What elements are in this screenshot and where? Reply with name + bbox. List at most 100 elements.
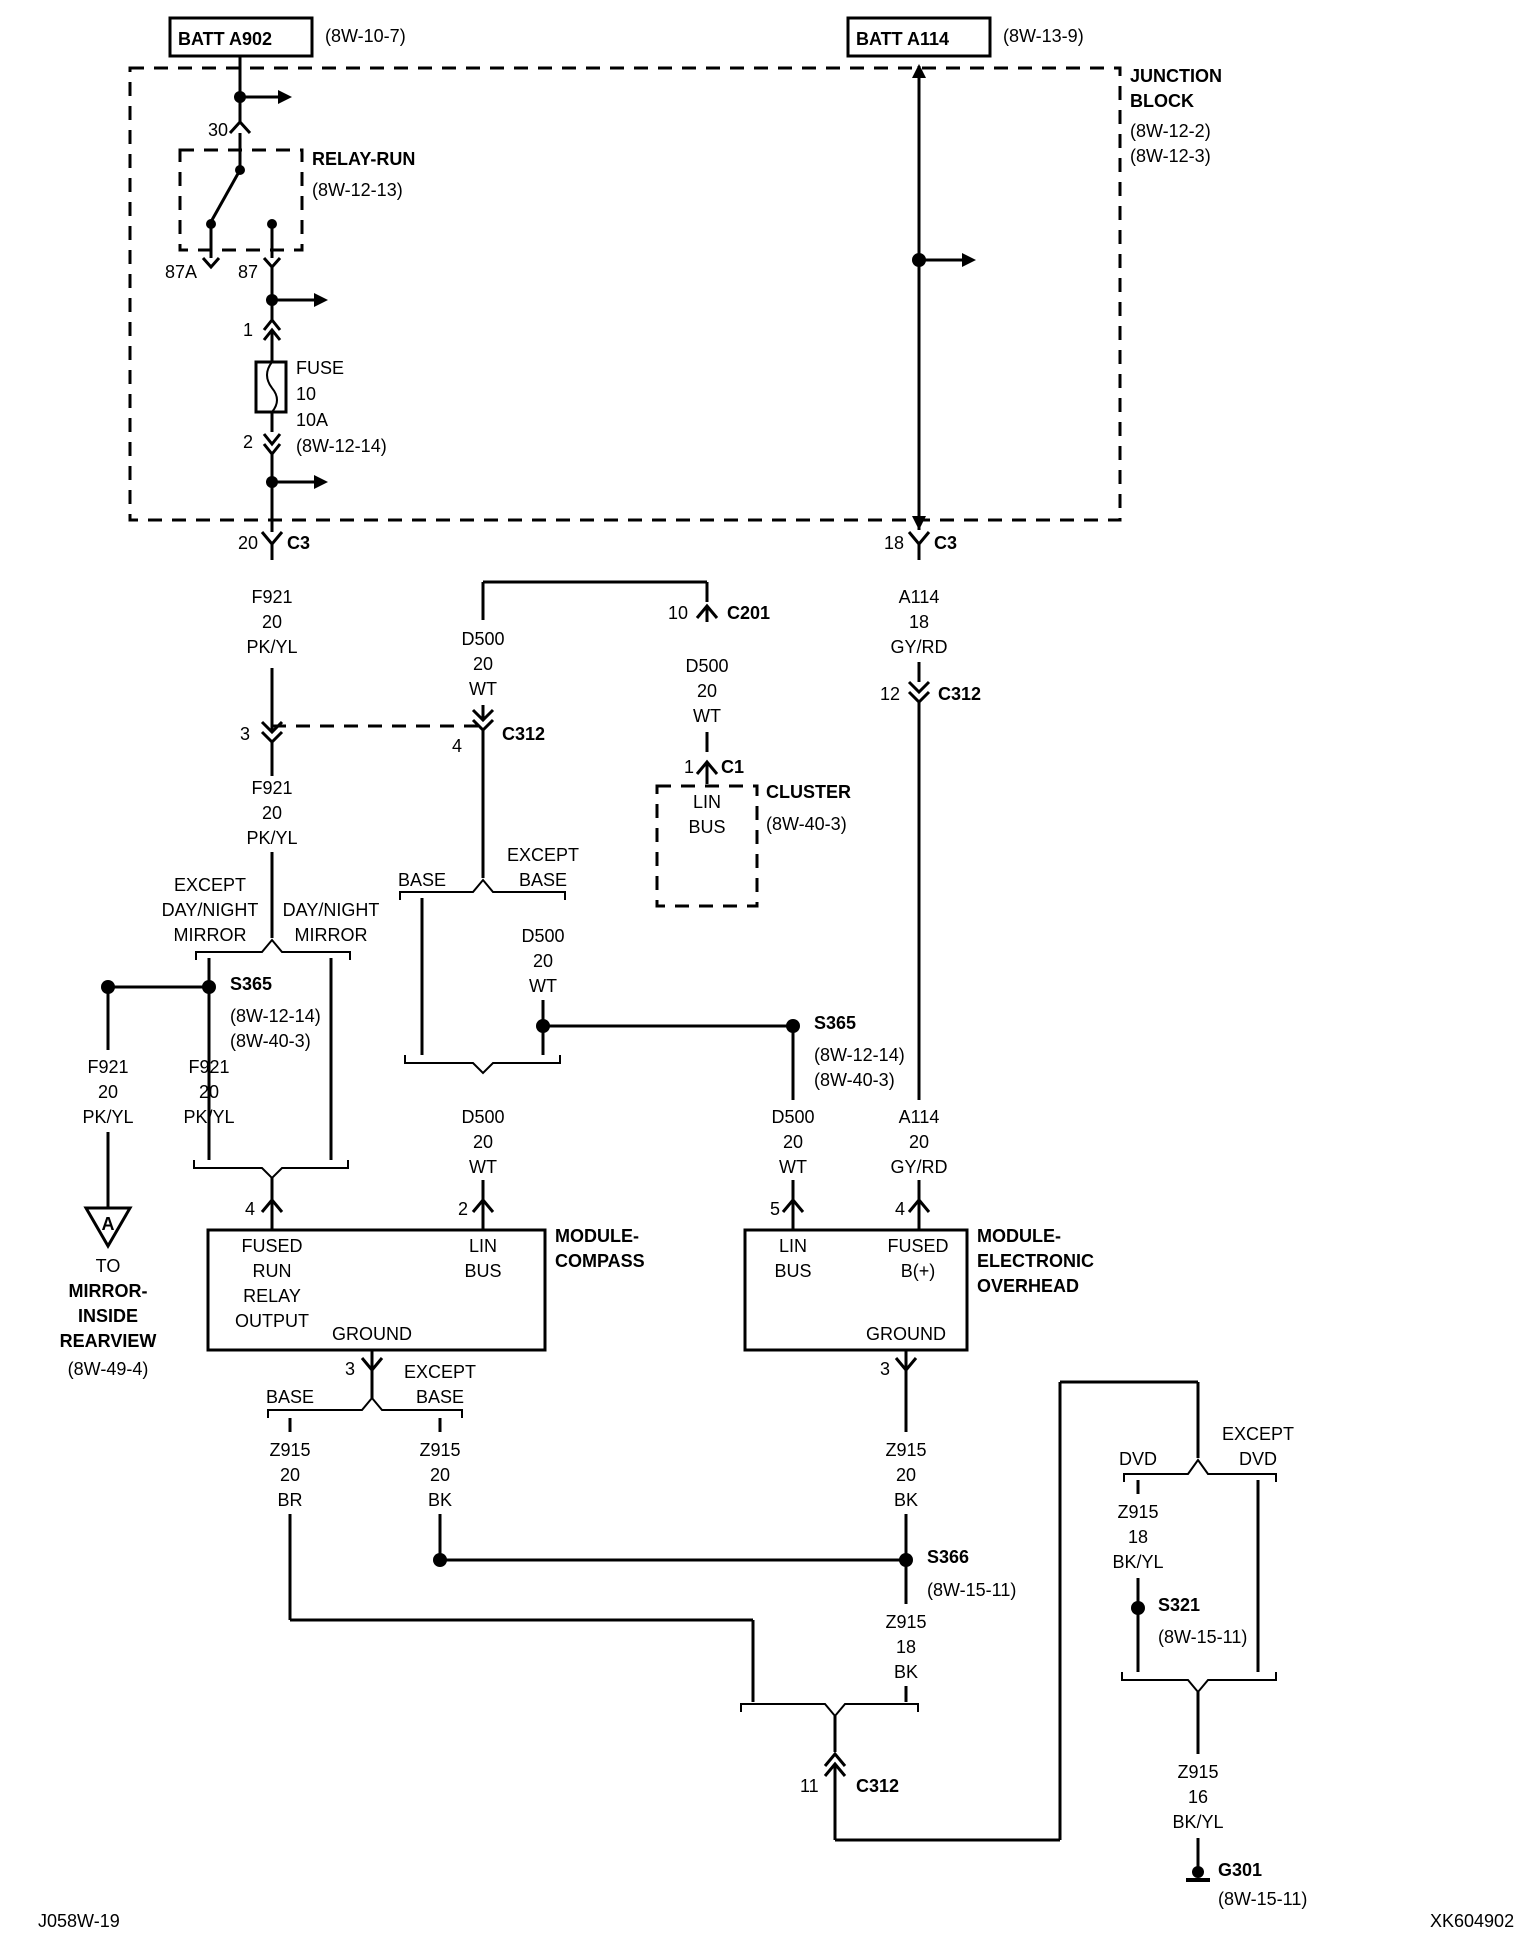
compass-ground: GROUND xyxy=(332,1324,412,1344)
footer-left-code: J058W-19 xyxy=(38,1911,120,1931)
c201-pin-10: 10 xyxy=(668,603,688,623)
compass-pin-4: 4 xyxy=(245,1199,255,1219)
wire-z915-bkyl18-code: Z915 xyxy=(1117,1502,1158,1522)
wire-d500-code-1: D500 xyxy=(461,629,504,649)
c312-pin-11: 11 xyxy=(800,1776,819,1796)
batt-a114-ref: (8W-13-9) xyxy=(1003,26,1084,46)
wire-z915-br-code: Z915 xyxy=(269,1440,310,1460)
wire-a114-code-1: A114 xyxy=(899,587,940,607)
c3-label-right: C3 xyxy=(934,533,957,553)
relay-pin-87: 87 xyxy=(238,262,258,282)
compass-run: RUN xyxy=(253,1261,292,1281)
wire-z915-bkyl16-code: Z915 xyxy=(1177,1762,1218,1782)
ground-g301-label: G301 xyxy=(1218,1860,1262,1880)
overhead-name-1: MODULE- xyxy=(977,1226,1061,1246)
junction-block-ref-2: (8W-12-3) xyxy=(1130,146,1211,166)
wire-f921-code-4: F921 xyxy=(188,1057,229,1077)
batt-a114-box xyxy=(846,16,992,58)
batt-a114-label: BATT A114 xyxy=(856,29,949,49)
wire-f921-code-3: F921 xyxy=(87,1057,128,1077)
fuse-number: 10 xyxy=(296,384,316,404)
c3-pin-20: 20 xyxy=(238,533,258,553)
batt-a902-label: BATT A902 xyxy=(178,29,272,49)
overhead-name-2: ELECTRONIC xyxy=(977,1251,1094,1271)
fuse-rating: 10A xyxy=(296,410,328,430)
mirror-ref-triangle xyxy=(83,1206,133,1249)
cluster-label: CLUSTER xyxy=(766,782,851,802)
junction-block-label-1: JUNCTION xyxy=(1130,66,1222,86)
wire-f921-code-1: F921 xyxy=(251,587,292,607)
compass-pin-3: 3 xyxy=(345,1359,355,1379)
relay-run-ref: (8W-12-13) xyxy=(312,180,403,200)
wire-d500-color-3: WT xyxy=(529,976,557,996)
footer-right-code: XK604902 xyxy=(1430,1911,1514,1931)
fuse-pin-1: 1 xyxy=(243,320,253,340)
relay-pin-87a: 87A xyxy=(165,262,197,282)
compass-relay: RELAY xyxy=(243,1286,301,1306)
wire-z915-bk18-color: BK xyxy=(894,1662,918,1682)
wire-a114-color-1: GY/RD xyxy=(890,637,947,657)
s365-left-ref-2: (8W-40-3) xyxy=(230,1031,311,1051)
s365-left-ref-1: (8W-12-14) xyxy=(230,1006,321,1026)
overhead-bus: BUS xyxy=(774,1261,811,1281)
c201-label: C201 xyxy=(727,603,770,623)
wire-z915-br-gauge: 20 xyxy=(280,1465,300,1485)
s365-right-ref-1: (8W-12-14) xyxy=(814,1045,905,1065)
wire-z915-bk20-color-1: BK xyxy=(428,1490,452,1510)
compass-output: OUTPUT xyxy=(235,1311,309,1331)
s366-label: S366 xyxy=(927,1547,969,1567)
wire-z915-bk20-code-2: Z915 xyxy=(885,1440,926,1460)
overhead-fused: FUSED xyxy=(887,1236,948,1256)
wire-d500-code-3: D500 xyxy=(521,926,564,946)
overhead-pin-4: 4 xyxy=(895,1199,905,1219)
c312-pin-12: 12 xyxy=(880,684,900,704)
wire-f921-gauge-4: 20 xyxy=(199,1082,219,1102)
wire-f921-color-4: PK/YL xyxy=(183,1107,234,1127)
fuse-pin-2: 2 xyxy=(243,432,253,452)
c3-label-left: C3 xyxy=(287,533,310,553)
wire-f921-color-2: PK/YL xyxy=(246,828,297,848)
wire-z915-bkyl18-color: BK/YL xyxy=(1112,1552,1163,1572)
wire-a114-gauge-2: 20 xyxy=(909,1132,929,1152)
option-except-1: EXCEPT xyxy=(174,875,246,895)
wire-z915-bk20-gauge-2: 20 xyxy=(896,1465,916,1485)
option-mirror-1: MIRROR xyxy=(174,925,247,945)
junction-block-ref-1: (8W-12-2) xyxy=(1130,121,1211,141)
mirror-ref-rearview: REARVIEW xyxy=(60,1331,157,1351)
mirror-ref-to: TO xyxy=(96,1256,121,1276)
ground-g301-symbol xyxy=(1192,1866,1204,1878)
relay-pin-30: 30 xyxy=(208,120,228,140)
s321-label: S321 xyxy=(1158,1595,1200,1615)
overhead-pin-5: 5 xyxy=(770,1199,780,1219)
c312-label-a114: C312 xyxy=(938,684,981,704)
mirror-ref-mirror: MIRROR- xyxy=(69,1281,148,1301)
compass-bus: BUS xyxy=(464,1261,501,1281)
overhead-name-3: OVERHEAD xyxy=(977,1276,1079,1296)
wire-a114-gauge-1: 18 xyxy=(909,612,929,632)
wire-a114-color-2: GY/RD xyxy=(890,1157,947,1177)
option-dvd-1: DVD xyxy=(1119,1449,1157,1469)
c312-label-bottom: C312 xyxy=(856,1776,899,1796)
wire-f921-gauge-2: 20 xyxy=(262,803,282,823)
wire-d500-color-1: WT xyxy=(469,679,497,699)
option-base-4: BASE xyxy=(416,1387,464,1407)
s365-right-ref-2: (8W-40-3) xyxy=(814,1070,895,1090)
junction-block-frame xyxy=(128,66,1122,522)
compass-pin-2: 2 xyxy=(458,1199,468,1219)
wire-d500-gauge-5: 20 xyxy=(783,1132,803,1152)
option-except-2: EXCEPT xyxy=(507,845,579,865)
option-base-3: BASE xyxy=(266,1387,314,1407)
option-base-1: BASE xyxy=(398,870,446,890)
option-except-4: EXCEPT xyxy=(1222,1424,1294,1444)
mirror-ref-inside: INSIDE xyxy=(78,1306,138,1326)
c1-label: C1 xyxy=(721,757,744,777)
wire-f921-code-2: F921 xyxy=(251,778,292,798)
relay-run-label: RELAY-RUN xyxy=(312,149,415,169)
option-dvd-2: DVD xyxy=(1239,1449,1277,1469)
module-overhead-box xyxy=(743,1228,969,1352)
wire-d500-color-2: WT xyxy=(693,706,721,726)
ground-g301-ref: (8W-15-11) xyxy=(1218,1889,1307,1909)
wire-d500-color-5: WT xyxy=(779,1157,807,1177)
c1-pin-1: 1 xyxy=(684,757,694,777)
